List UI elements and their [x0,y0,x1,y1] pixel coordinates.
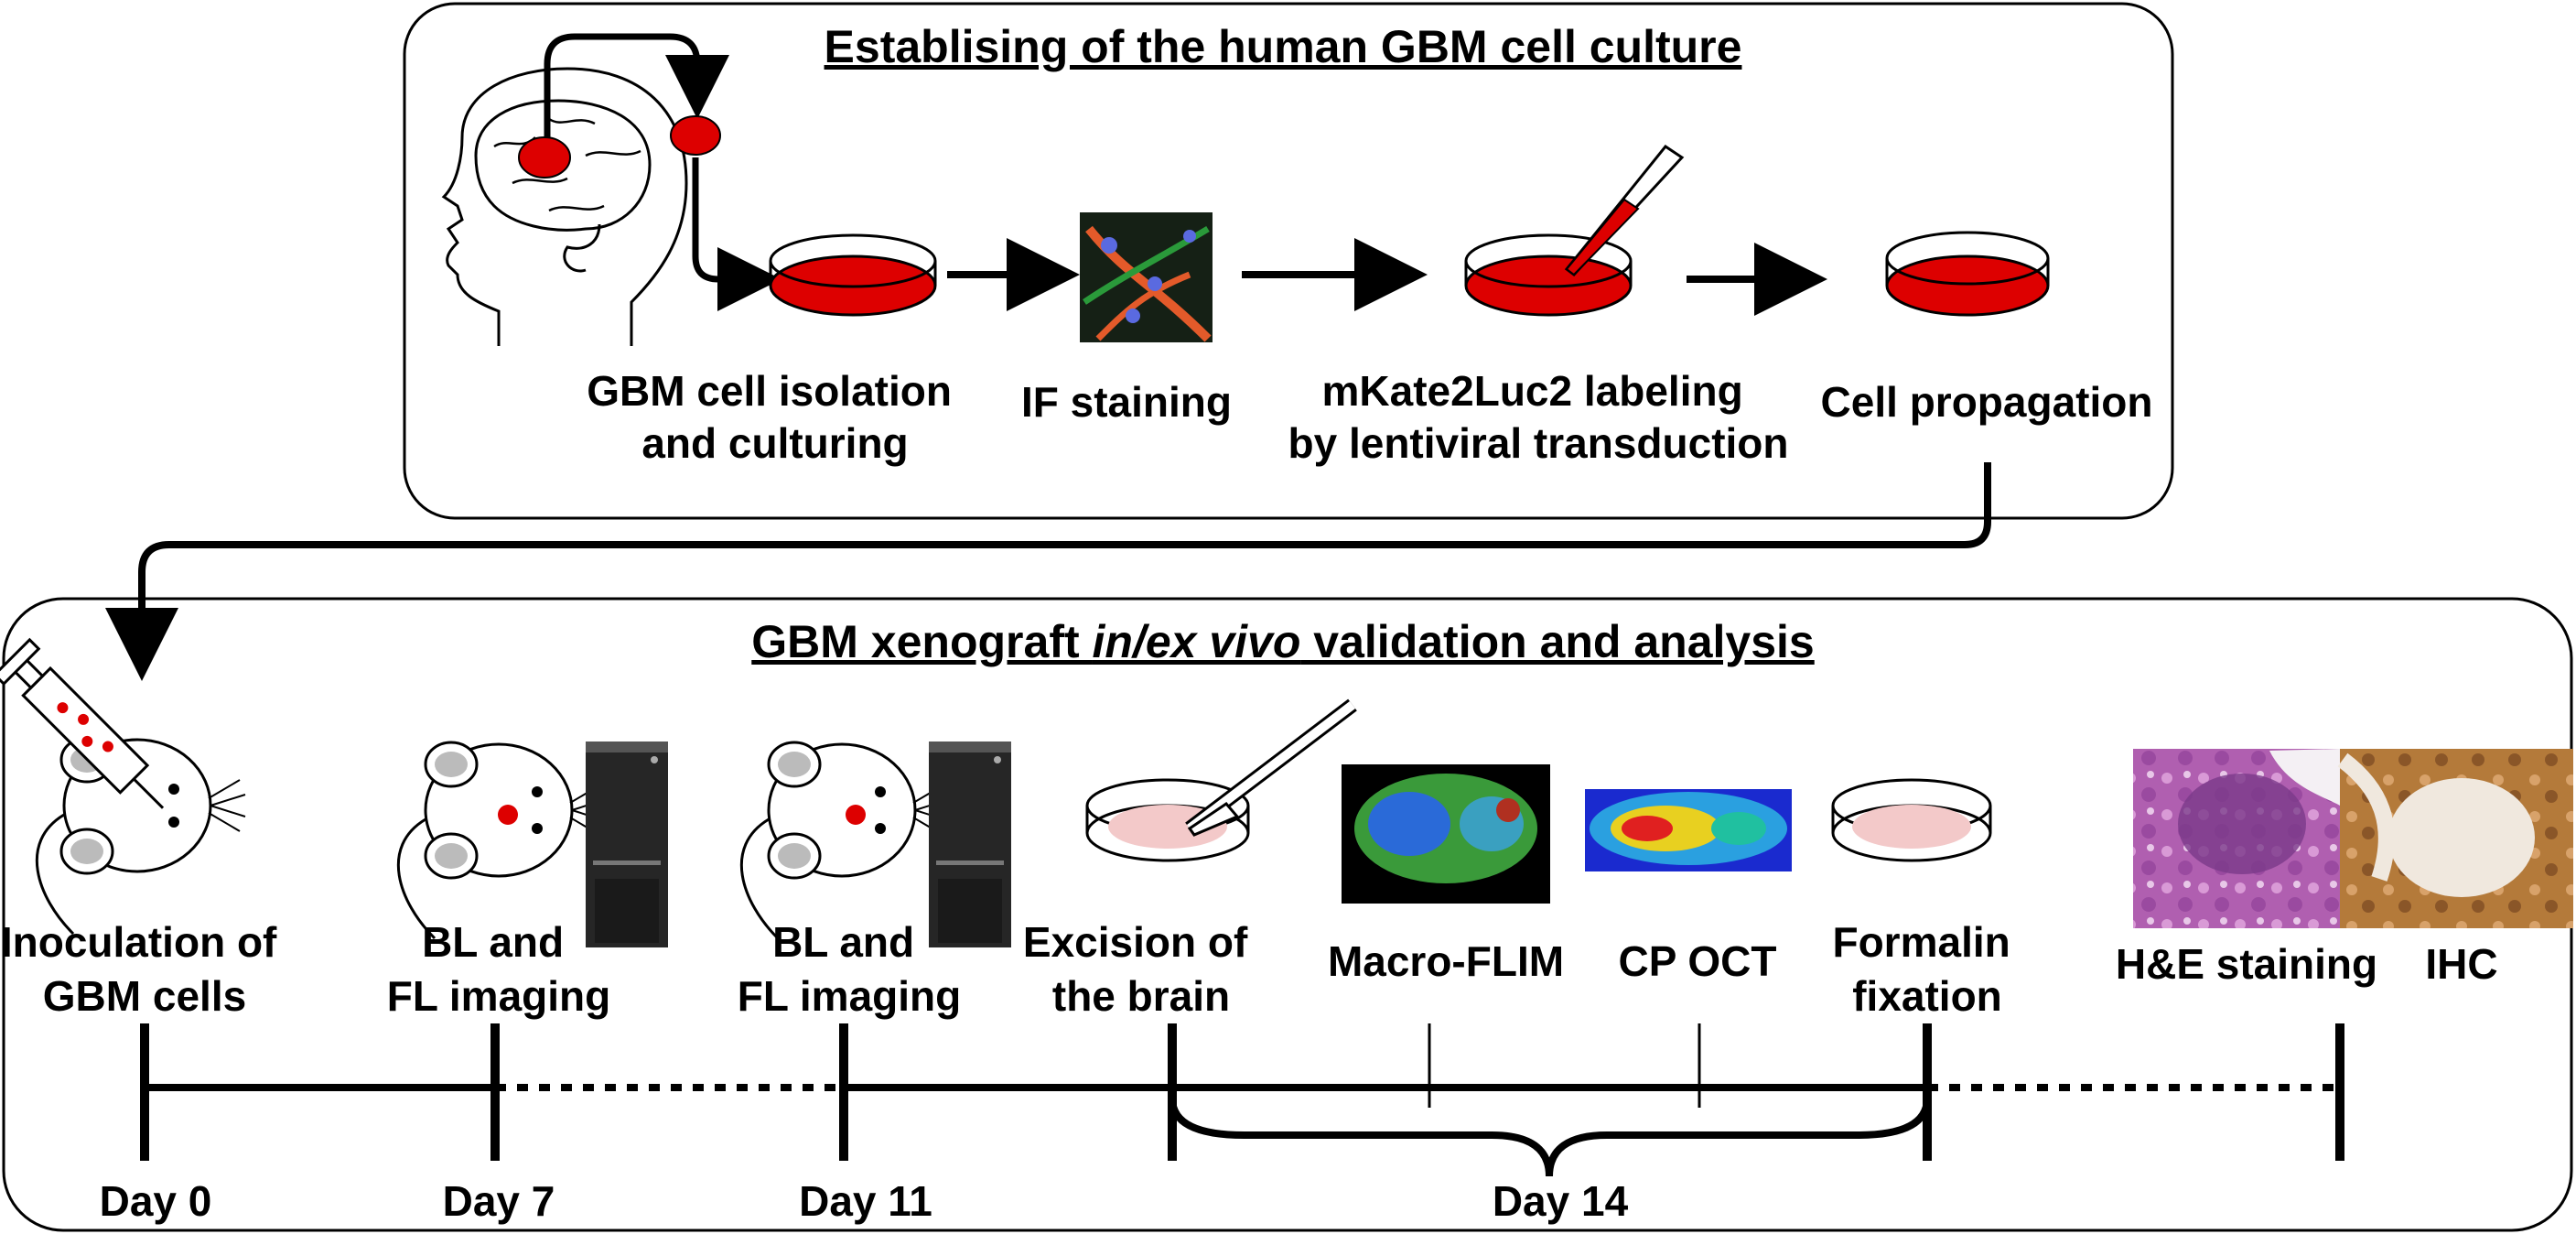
microscopy-image-icon [1080,212,1213,342]
step-label-formalin: Formalin fixation [1832,918,2021,1020]
step-label-mkate-labeling: mKate2Luc2 labeling by lentiviral transd… [1288,367,1789,467]
pipette-dish-icon [1464,144,1685,317]
panel-connector-arrow [105,462,1991,681]
tumor-sample-icon [670,115,721,156]
day-label-0: Day 0 [100,1177,212,1225]
day-label-7: Day 7 [443,1177,555,1225]
tumor-icon [518,136,571,179]
brain-dish-icon [1831,778,1992,862]
step-label-ihc: IHC [2425,940,2497,988]
step-label-inoculation: Inoculation of GBM cells [1,918,288,1020]
he-histology-icon [2133,749,2340,928]
oct-image-icon [1585,789,1792,871]
day-label-14: Day 14 [1493,1177,1629,1225]
step-label-bl-fl-day7: BL and FL imaging [387,918,611,1020]
step-label-if-staining: IF staining [1021,378,1232,426]
step-label-cp-oct: CP OCT [1619,937,1777,985]
step-label-bl-fl-day11: BL and FL imaging [738,918,962,1020]
mouse-imager-icon [396,741,668,947]
syringe-mouse-icon [0,637,246,936]
bottom-panel-title: GBM xenograft in/ex vivo validation and … [751,616,1814,667]
step-label-he-staining: H&E staining [2116,940,2377,988]
ihc-histology-icon [2337,749,2573,928]
step-label-excision: Excision of the brain [1023,918,1259,1020]
top-panel-title: Establising of the human GBM cell cultur… [825,21,1742,72]
day14-brace [1169,1098,1931,1177]
step-label-cell-propagation: Cell propagation [1821,378,2153,426]
petri-dish-icon [769,233,937,317]
top-panel-frame [403,2,2174,520]
step-label-macro-flim: Macro-FLIM [1328,937,1564,985]
petri-dish-icon [1885,231,2050,317]
scalpel-dish-icon [1085,698,1357,862]
timeline [140,1023,2344,1177]
flim-image-icon [1342,764,1550,904]
human-head-icon [441,67,688,346]
mouse-imager-icon [739,741,1011,947]
day-label-11: Day 11 [799,1177,932,1225]
step-label-gbm-isolation: GBM cell isolation and culturing [587,367,964,467]
